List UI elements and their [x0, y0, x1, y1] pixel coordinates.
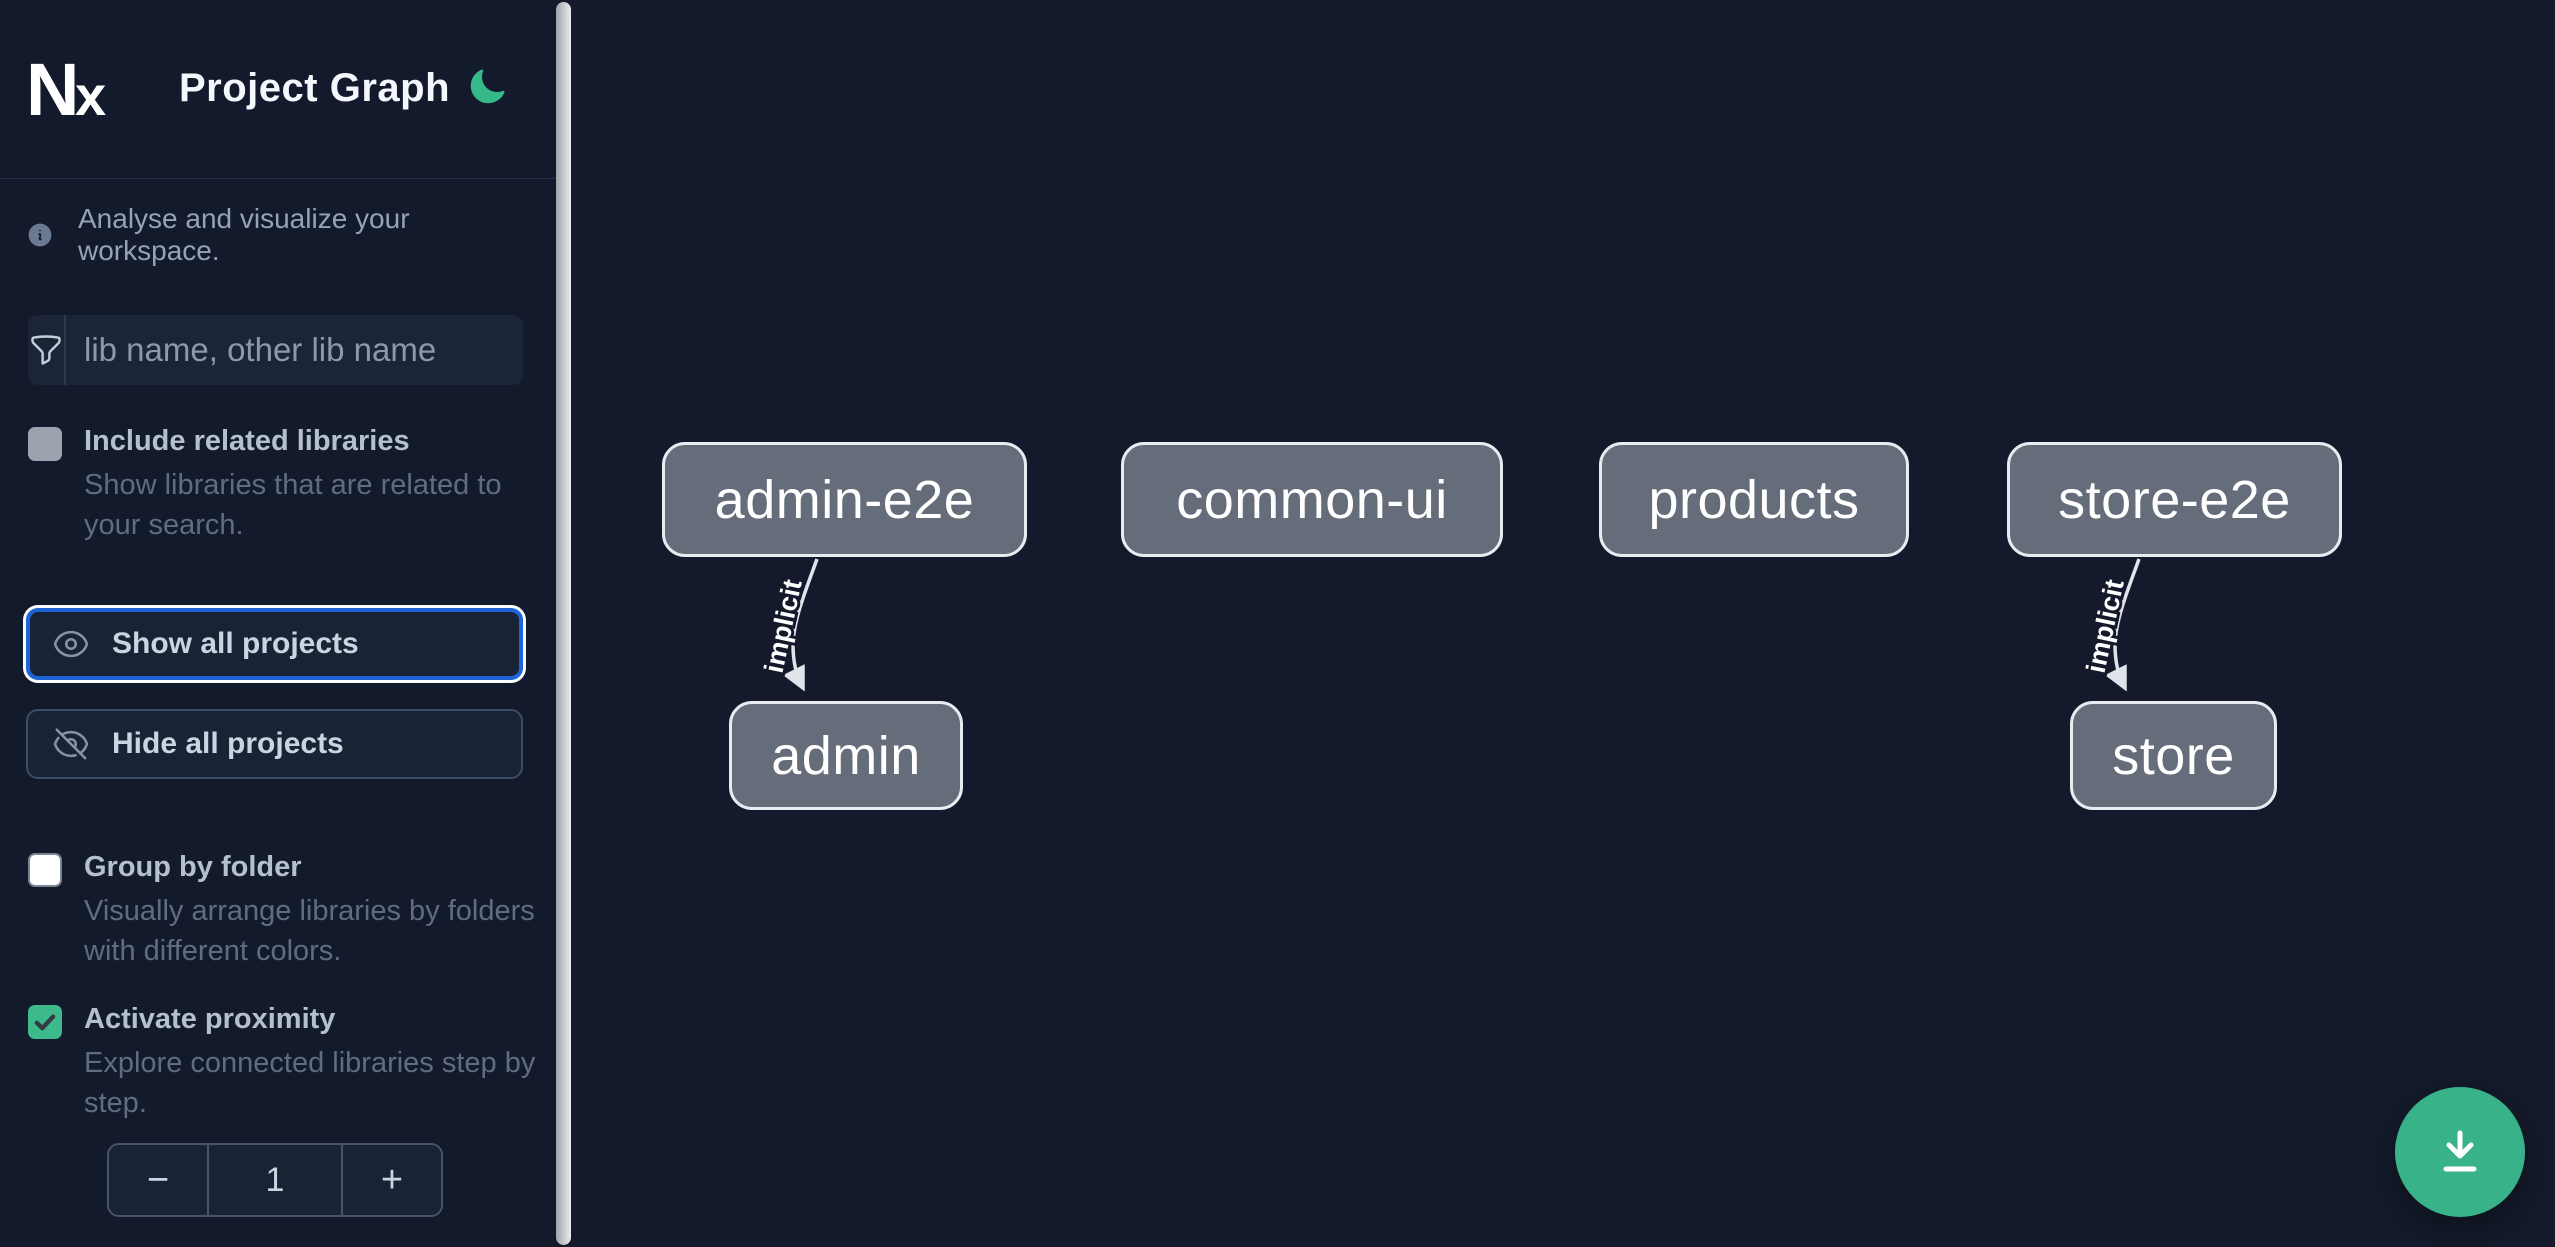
page-title: Project Graph: [179, 66, 451, 110]
activate-proximity-label: Activate proximity: [84, 1003, 336, 1035]
node-label: store-e2e: [2058, 469, 2291, 530]
activate-proximity-group: Activate proximity Explore connected lib…: [28, 1003, 535, 1153]
graph-node-admin-e2e[interactable]: admin-e2e: [662, 442, 1027, 557]
filter-box: [28, 315, 523, 385]
include-related-group: Include related libraries Show libraries…: [28, 425, 528, 575]
download-graph-button[interactable]: [2395, 1087, 2525, 1217]
proximity-depth-stepper: − 1 +: [107, 1143, 443, 1217]
tagline-text: Analyse and visualize your workspace.: [78, 203, 410, 266]
increment-button[interactable]: +: [341, 1145, 441, 1215]
activate-proximity-checkbox[interactable]: [28, 1005, 62, 1039]
include-related-label: Include related libraries: [84, 425, 410, 457]
activate-proximity-description: Explore connected libraries step by step…: [84, 1047, 536, 1119]
moon-icon: [470, 68, 505, 103]
svg-text:x: x: [75, 64, 106, 120]
graph-node-admin[interactable]: admin: [729, 701, 963, 810]
graph-node-products[interactable]: products: [1599, 442, 1909, 557]
eye-slash-icon: [53, 728, 89, 760]
group-by-folder-group: Group by folder Visually arrange librari…: [28, 851, 535, 1001]
proximity-depth-value: 1: [209, 1145, 341, 1215]
filter-icon-cell: [28, 315, 66, 385]
sidebar-header: N x Project Graph: [0, 0, 556, 179]
graph-node-store[interactable]: store: [2070, 701, 2277, 810]
tagline-row: Analyse and visualize your workspace.: [26, 203, 556, 267]
graph-canvas[interactable]: [571, 0, 2555, 1247]
include-related-description: Show libraries that are related to your …: [84, 469, 502, 541]
decrement-button[interactable]: −: [109, 1145, 209, 1215]
svg-text:N: N: [26, 58, 79, 120]
sidebar-scrollbar[interactable]: [556, 2, 571, 1245]
download-icon: [2443, 1130, 2477, 1172]
group-by-folder-label: Group by folder: [84, 851, 302, 883]
graph-node-common-ui[interactable]: common-ui: [1121, 442, 1503, 557]
node-label: admin: [771, 725, 921, 786]
eye-icon: [53, 630, 89, 658]
info-icon: [28, 223, 52, 247]
header-divider: [0, 178, 556, 179]
show-all-projects-button[interactable]: Show all projects: [26, 608, 523, 680]
nx-logo-icon: N x: [26, 58, 106, 120]
show-all-projects-label: Show all projects: [112, 627, 359, 660]
include-related-checkbox[interactable]: [28, 427, 62, 461]
hide-all-projects-label: Hide all projects: [112, 727, 344, 760]
filter-input[interactable]: [66, 315, 523, 385]
funnel-icon: [31, 335, 61, 365]
node-label: products: [1648, 469, 1860, 530]
node-label: store: [2112, 725, 2235, 786]
group-by-folder-description: Visually arrange libraries by folders wi…: [84, 895, 535, 967]
sidebar: N x Project Graph Analyse and visualize …: [0, 0, 556, 1247]
group-by-folder-checkbox[interactable]: [28, 853, 62, 887]
hide-all-projects-button[interactable]: Hide all projects: [26, 709, 523, 779]
node-label: common-ui: [1176, 469, 1448, 530]
node-label: admin-e2e: [714, 469, 975, 530]
theme-toggle-button[interactable]: [463, 64, 511, 112]
check-icon: [34, 1014, 56, 1031]
graph-node-store-e2e[interactable]: store-e2e: [2007, 442, 2342, 557]
